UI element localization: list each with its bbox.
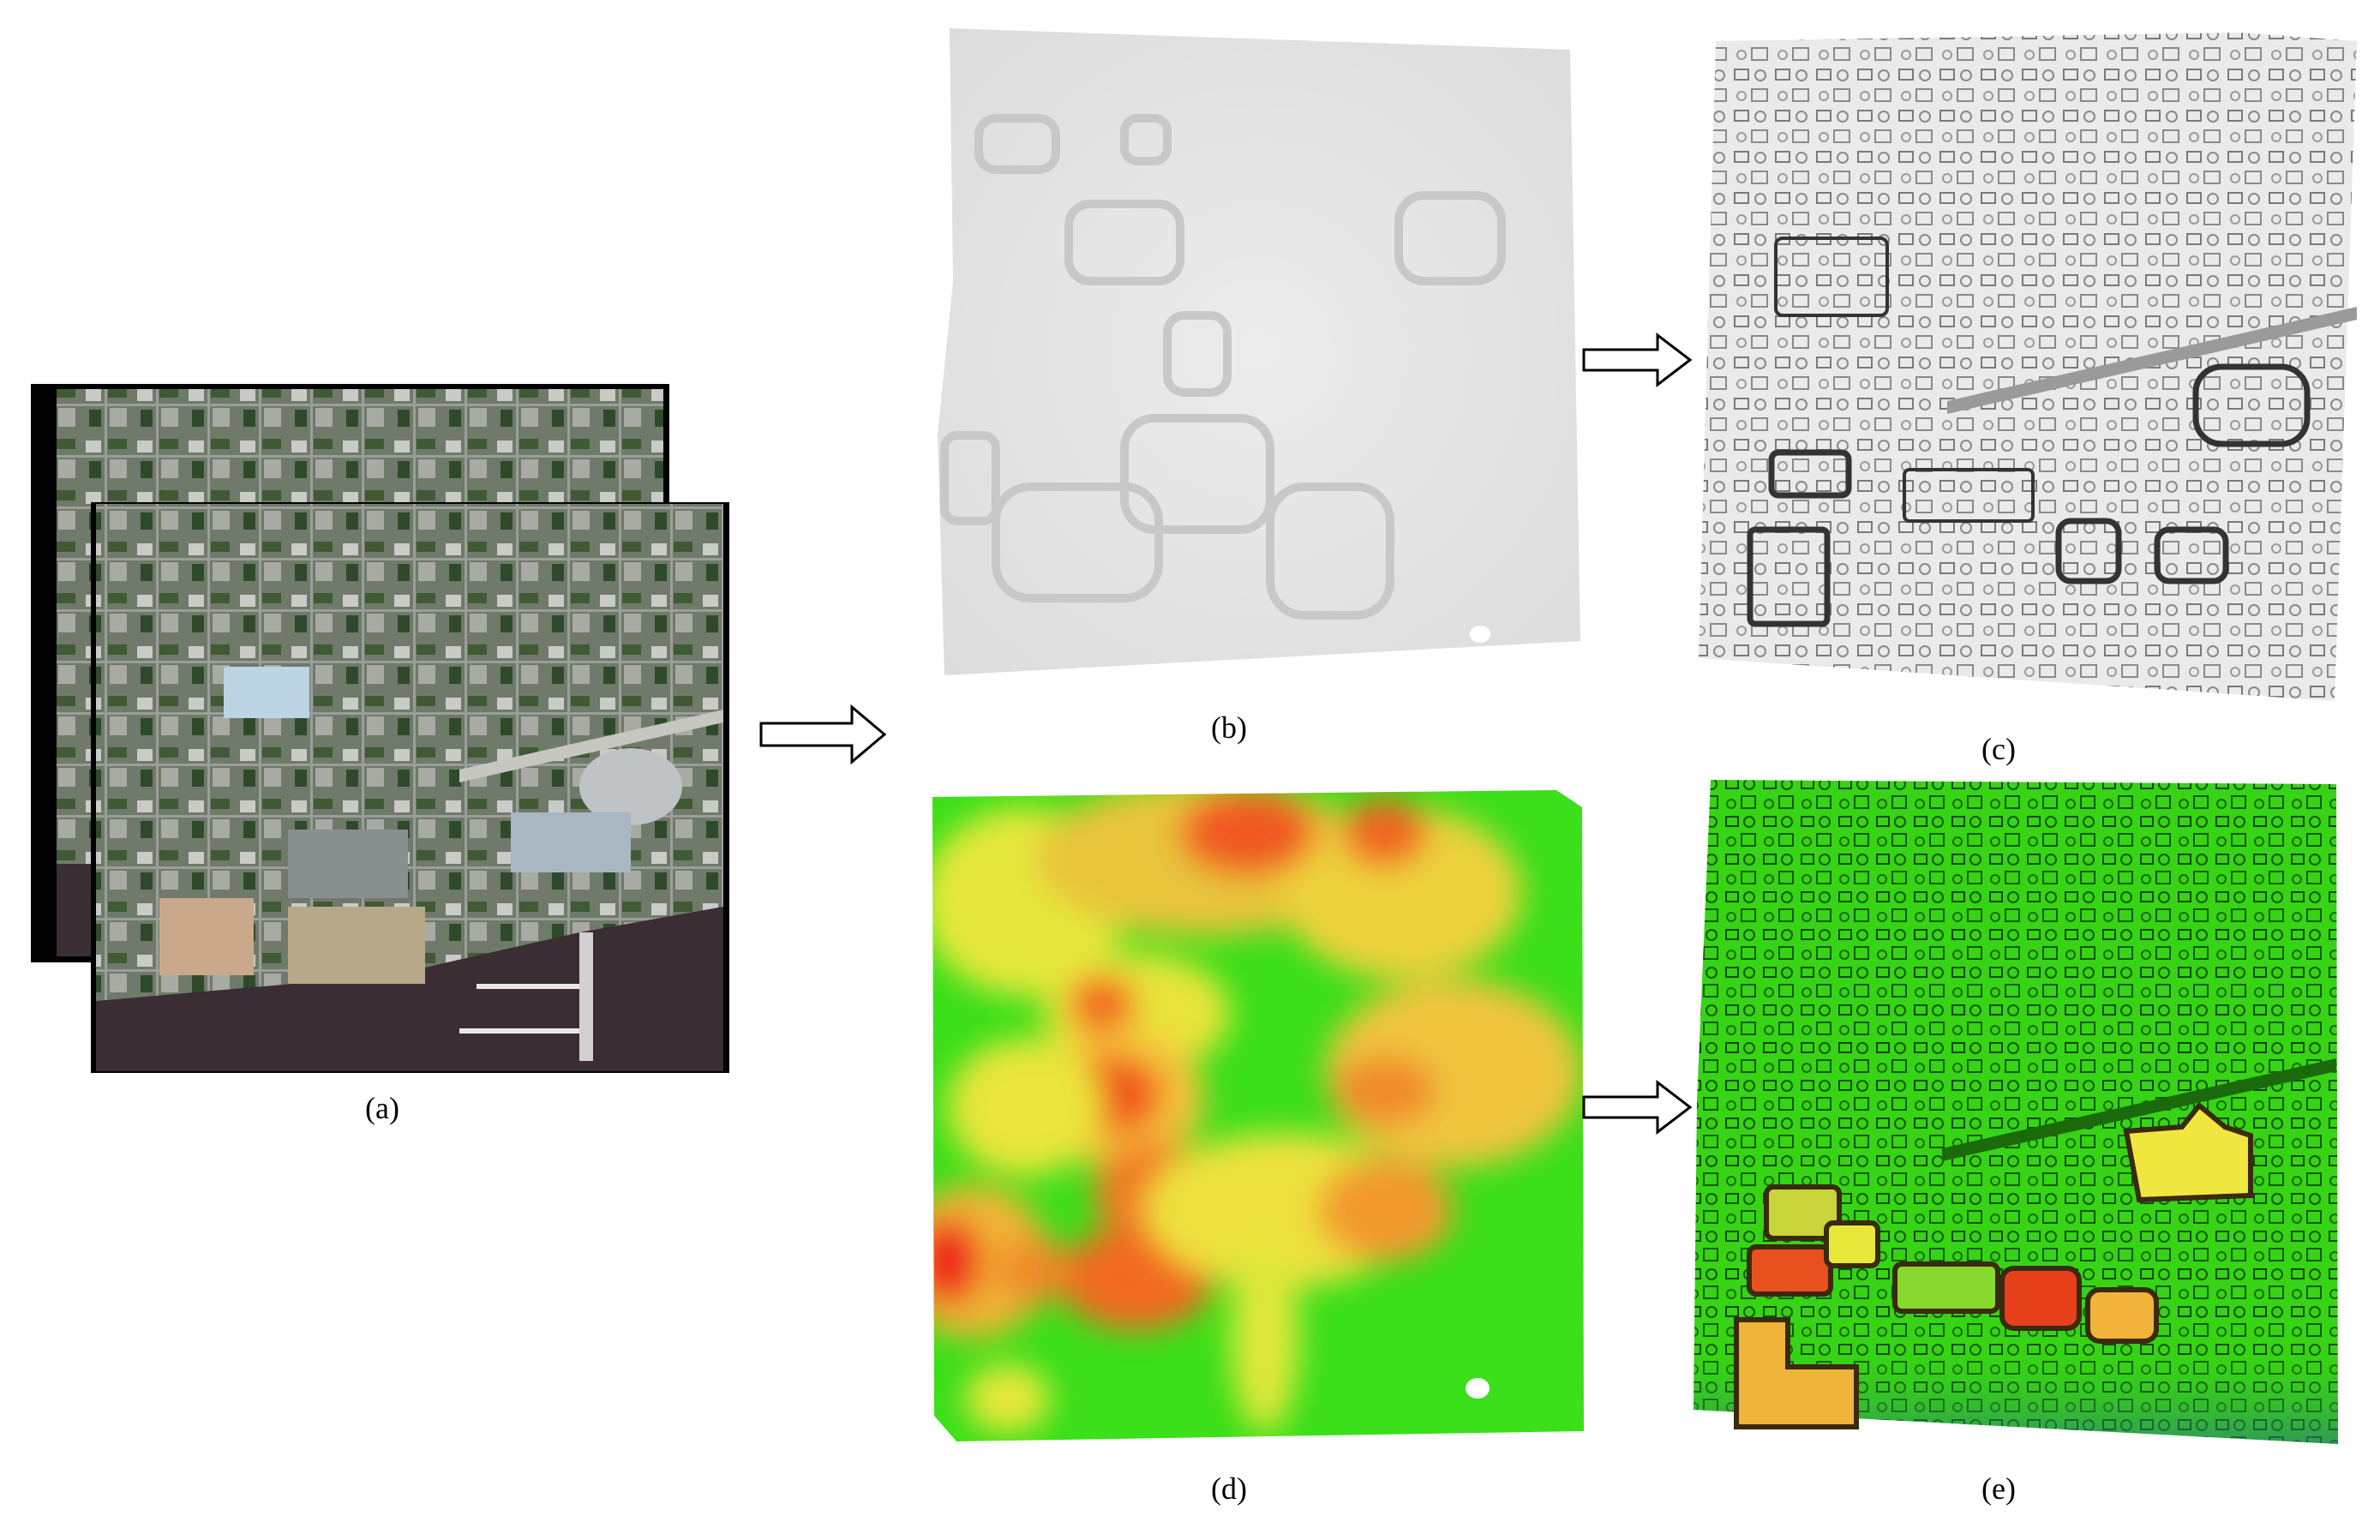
satellite-image-stack (31, 384, 742, 1074)
caption-a: (a) (365, 1091, 399, 1125)
caption-d: (d) (1211, 1471, 1247, 1506)
caption-e: (e) (1981, 1471, 2016, 1506)
height-color-map (922, 782, 1594, 1450)
arrow-right-icon (1582, 333, 1694, 387)
arrow-right-icon (759, 704, 888, 764)
caption-c: (c) (1981, 732, 2016, 766)
detailed-height-color-model (1685, 776, 2353, 1461)
satellite-image-front (91, 502, 729, 1073)
detailed-mesh-render (1690, 24, 2359, 710)
arrow-right-icon (1582, 1080, 1694, 1135)
grey-surface-render (927, 24, 1587, 692)
caption-b: (b) (1211, 710, 1247, 745)
